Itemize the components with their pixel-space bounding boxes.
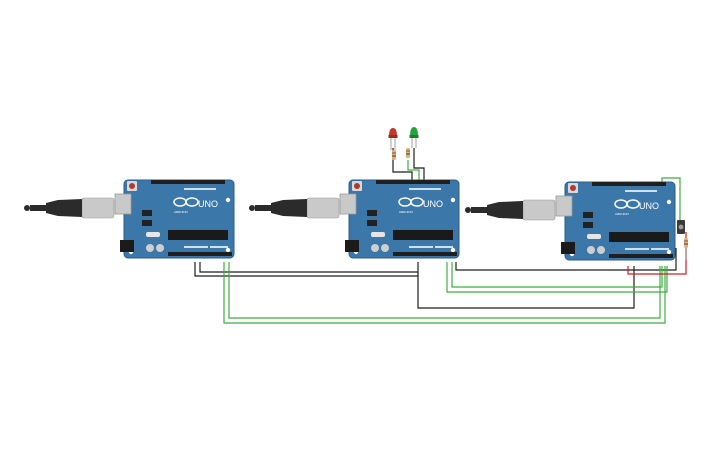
board-model: UNO (639, 201, 659, 211)
wire-green[interactable] (451, 262, 663, 288)
wire-black[interactable] (455, 248, 677, 271)
board-brand: ARDUINO (174, 210, 189, 214)
resistor-icon (684, 238, 688, 248)
board-model: UNO (423, 199, 443, 209)
wire-black[interactable] (392, 148, 413, 182)
board-model: UNO (198, 199, 218, 209)
wire-black[interactable] (194, 262, 419, 277)
wire-green[interactable] (446, 262, 668, 293)
pushbutton-icon[interactable] (677, 220, 688, 260)
wires (194, 148, 687, 324)
usb-plug-icon (464, 199, 556, 221)
led-green[interactable] (406, 127, 419, 158)
wire-green[interactable] (661, 177, 681, 222)
wire-green[interactable] (407, 160, 420, 182)
usb-plug-icon (23, 197, 115, 219)
wire-black[interactable] (413, 148, 425, 182)
resistor-icon (406, 148, 410, 158)
wire-black[interactable] (199, 262, 418, 273)
wire-green[interactable] (223, 262, 666, 324)
arduino-board-3[interactable]: UNO ARDUINO (464, 181, 676, 261)
board-brand: ARDUINO (399, 210, 414, 214)
led-red[interactable] (388, 128, 398, 160)
arduino-board-1[interactable]: UNO ARDUINO (23, 179, 235, 259)
arduino-board-2[interactable]: UNO ARDUINO (248, 179, 460, 259)
board-brand: ARDUINO (615, 212, 630, 216)
usb-plug-icon (248, 197, 340, 219)
resistor-icon (392, 150, 396, 160)
